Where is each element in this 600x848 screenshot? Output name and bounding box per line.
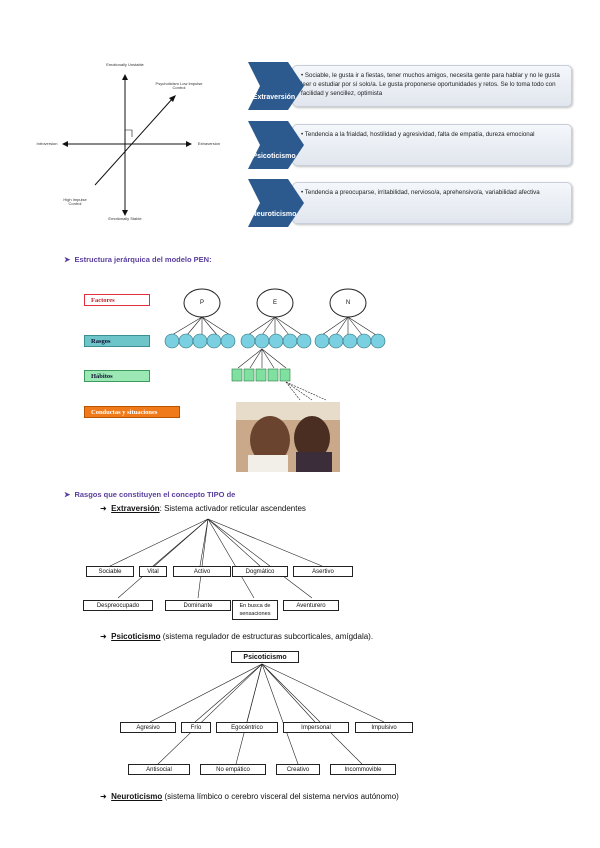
axis-bottom-label: Emotionally Stable: [108, 216, 142, 221]
trait-text: • Sociable, le gusta ir a fiestas, tener…: [301, 72, 560, 97]
factor-e: E: [272, 300, 277, 306]
root-box: Psicoticismo: [231, 651, 299, 663]
level-factores: Factores: [84, 294, 150, 306]
axis-top-label: Emotionally Unstable: [106, 62, 144, 67]
trait-box: Egocéntrico: [216, 722, 278, 733]
trait-box: Impulsivo: [355, 722, 413, 733]
level-conductas: Conductas y situaciones: [84, 406, 180, 418]
level-habitos: Hábitos: [84, 370, 150, 382]
axis-left-label: Introversion: [36, 141, 58, 146]
neuroticismo-heading: ➜ Neuroticismo (sistema límbico o cerebr…: [100, 792, 399, 801]
trait-panel-neuroticismo: • Tendencia a preocuparse, irritabilidad…: [292, 182, 572, 224]
trait-box: Antisocial: [128, 764, 190, 775]
trait-panel-psicoticismo: • Tendencia a la frialdad, hostilidad y …: [292, 124, 572, 166]
level-rasgos: Rasgos: [84, 335, 150, 347]
trait-label-extraversion: Extraversión: [252, 94, 296, 101]
arrow-right-icon: ➜: [100, 504, 112, 513]
trait-box: Agresivo: [120, 722, 176, 733]
arrow-right-icon: ➜: [100, 792, 112, 801]
trait-box: Impersonal: [283, 722, 349, 733]
trait-label-psicoticismo: Psicoticismo: [252, 153, 296, 160]
trait-box: Sociable: [86, 566, 134, 577]
chevron-neuroticismo: [248, 179, 304, 227]
section-heading-tipo: ➤ Rasgos que constituyen el concepto TIP…: [64, 490, 236, 499]
trait-box: Creativo: [276, 764, 320, 775]
psicoticismo-heading: ➜ Psicoticismo (sistema regulador de est…: [100, 632, 374, 641]
trait-text: • Tendencia a la frialdad, hostilidad y …: [301, 131, 535, 138]
trait-box: Activo: [173, 566, 231, 577]
trait-text: • Tendencia a preocuparse, irritabilidad…: [301, 189, 540, 196]
trait-box: Incommovible: [330, 764, 396, 775]
trait-box: Vital: [139, 566, 167, 577]
extraversion-heading: ➜ Extraversión: Sistema activador reticu…: [100, 504, 306, 513]
trait-label-neuroticismo: Neuroticismo: [251, 211, 297, 218]
arrow-bullet-icon: ➤: [64, 255, 75, 264]
arrow-bullet-icon: ➤: [64, 490, 75, 499]
axis-upper-right-label: Psychoticism Low Impulse Control: [155, 81, 203, 91]
trait-box: Dominante: [165, 600, 231, 611]
trait-box: No empático: [200, 764, 266, 775]
trait-box: Aventurero: [283, 600, 339, 611]
axis-right-label: Extraversion: [197, 141, 221, 146]
trait-box: Dogmático: [232, 566, 288, 577]
axis-lower-left-label: High Impulse Control: [63, 197, 87, 207]
trait-box: En busca de sensaciones: [232, 600, 278, 620]
factor-p: P: [199, 300, 204, 306]
factor-n: N: [345, 300, 351, 306]
trait-box: Despreocupado: [83, 600, 153, 611]
trait-box: Frío: [181, 722, 211, 733]
trait-panel-extraversion: • Sociable, le gusta ir a fiestas, tener…: [292, 65, 572, 107]
chevron-psicoticismo: [248, 121, 304, 169]
trait-box: Asertivo: [293, 566, 353, 577]
section-heading-pen: ➤ Estructura jerárquica del modelo PEN:: [64, 255, 212, 264]
chevron-extraversion: [248, 62, 304, 110]
arrow-right-icon: ➜: [100, 632, 112, 641]
